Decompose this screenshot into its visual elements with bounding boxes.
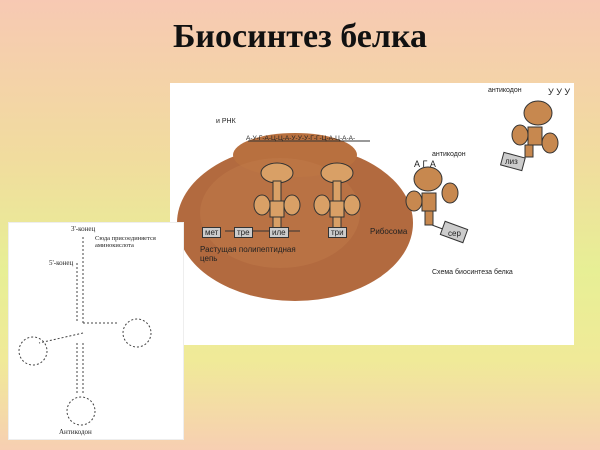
aa-ile: иле [269,227,289,238]
anticodon-1: А Г А [414,159,436,169]
trna-free-2 [499,100,559,172]
ribosome-diagram-panel: и РНК А-У-Г-А-Ц-Ц-А-У-У-У-Г-Г-Ц-А-Ц-А-А-… [170,83,574,345]
anticodon-label-1: антикодон [432,151,466,158]
anticodon-label-2: антикодон [488,87,522,94]
aa-tre: тре [234,227,253,238]
amino-acid-lis: лиз [505,157,518,166]
anticodon-2: У У У [548,87,571,97]
page-title: Биосинтез белка [172,18,428,55]
trna-right [313,162,361,232]
growing-chain-label: Растущая полипептидная цепь [200,245,296,263]
trna-attach-site: Сюда присоединяется аминокислота [95,235,156,249]
aa-met: мет [202,227,222,238]
trna-5-end: 5'-конец [49,259,74,267]
trna-free-1 [405,166,469,244]
trna-cloverleaf [18,237,152,426]
trna-anticodon: Антикодон [59,428,92,436]
trna-cloverleaf-panel: 3'-конец 5'-конец Сюда присоединяется ам… [9,223,183,439]
aa-tri: три [328,227,347,238]
mrna-sequence: А-У-Г-А-Ц-Ц-А-У-У-У-Г-Г-Ц-А-Ц-А-А- [246,135,356,142]
trna-3-end: 3'-конец [71,225,96,233]
diagram-caption: Схема биосинтеза белка [432,269,513,276]
ribosome-diagram [177,100,559,301]
trna-left [253,162,301,232]
amino-acid-ser: сер [448,229,461,238]
ribosome-label: Рибосома [370,227,408,236]
mrna-label: и РНК [216,118,236,125]
